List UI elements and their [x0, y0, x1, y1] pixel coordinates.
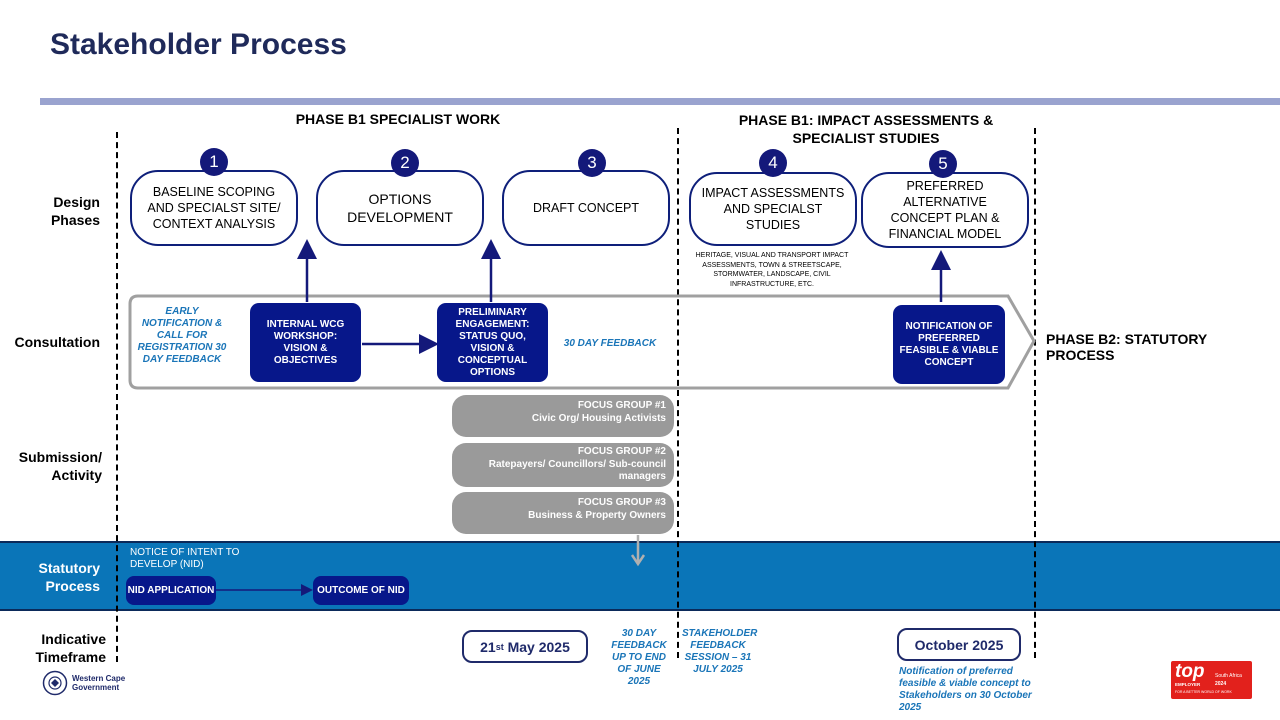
phase-divider-left — [116, 132, 118, 662]
nid-notice-text: NOTICE OF INTENT TO DEVELOP (NID) — [130, 547, 240, 570]
top-employer-region: South Africa — [1215, 673, 1242, 679]
design-phase-3-number: 3 — [578, 149, 606, 177]
impact-assessment-note: HERITAGE, VISUAL AND TRANSPORT IMPACT AS… — [695, 252, 849, 288]
focus-group-3: FOCUS GROUP #3 Business & Property Owner… — [452, 492, 674, 534]
page-title: Stakeholder Process — [50, 28, 347, 61]
design-phase-5-pill: PREFERRED ALTERNATIVE CONCEPT PLAN & FIN… — [861, 172, 1029, 248]
focus-group-1-title: FOCUS GROUP #1 — [577, 400, 666, 411]
wcg-line-1: Western Cape — [72, 674, 126, 683]
preliminary-engagement-box: PRELIMINARY ENGAGEMENT: STATUS QUO, VISI… — [437, 303, 548, 382]
may-day: 21 — [480, 638, 496, 655]
timeframe-october-2025: October 2025 — [897, 628, 1021, 661]
design-phase-3-pill: DRAFT CONCEPT — [502, 170, 670, 246]
focus-group-2: FOCUS GROUP #2 Ratepayers/ Councillors/ … — [452, 443, 674, 487]
row-label-timeframe: Indicative Timeframe — [35, 631, 106, 665]
design-phase-4-number: 4 — [759, 149, 787, 177]
focus-group-3-desc: Business & Property Owners — [528, 509, 666, 521]
wcg-crest-icon — [42, 670, 68, 696]
design-phase-1-number: 1 — [200, 148, 228, 176]
design-phase-2-label: OPTIONS DEVELOPMENT — [347, 191, 453, 225]
internal-workshop-box: INTERNAL WCG WORKSHOP: VISION & OBJECTIV… — [250, 303, 361, 382]
wcg-line-2: Government — [72, 683, 120, 692]
phase-divider-right — [1034, 128, 1036, 658]
october-label: October 2025 — [914, 636, 1004, 653]
design-phase-5-number: 5 — [929, 150, 957, 178]
row-label-statutory: Statutory Process — [38, 560, 100, 594]
focus-group-1: FOCUS GROUP #1 Civic Org/ Housing Activi… — [452, 395, 674, 437]
design-phase-3-label: DRAFT CONCEPT — [532, 201, 640, 215]
design-phase-4-label: IMPACT ASSESSMENTS AND SPECIALST STUDIES — [701, 186, 845, 232]
nid-application-box: NID APPLICATION — [126, 576, 216, 605]
top-employer-year: 2024 — [1215, 681, 1227, 687]
notification-preferred-box: NOTIFICATION OF PREFERRED FEASIBLE & VIA… — [893, 305, 1005, 384]
design-phase-5-label: PREFERRED ALTERNATIVE CONCEPT PLAN & FIN… — [888, 179, 1002, 241]
nid-outcome-box: OUTCOME OF NID — [313, 576, 409, 605]
design-phase-1-pill: BASELINE SCOPING AND SPECIALST SITE/ CON… — [130, 170, 298, 246]
phase-b1-specialist-heading: PHASE B1 SPECIALIST WORK — [295, 111, 501, 127]
phase-divider-middle — [677, 128, 679, 658]
design-phase-2-pill: OPTIONS DEVELOPMENT — [316, 170, 484, 246]
focus-group-1-desc: Civic Org/ Housing Activists — [531, 412, 666, 424]
june-feedback-text: 30 DAY FEEDBACK UP TO END OF JUNE 2025 — [611, 628, 667, 687]
july-session-text: STAKEHOLDER FEEDBACK SESSION – 31 JULY 2… — [682, 628, 758, 675]
design-phase-4-pill: IMPACT ASSESSMENTS AND SPECIALST STUDIES — [689, 172, 857, 246]
top-employer-logo: top EMPLOYER South Africa 2024 FOR A BET… — [1171, 661, 1252, 699]
wcg-logo: Western Cape Government — [42, 670, 152, 698]
focus-group-3-title: FOCUS GROUP #3 — [577, 497, 666, 508]
row-label-consultation: Consultation — [14, 334, 100, 350]
october-note-text: Notification of preferred feasible & via… — [899, 666, 1032, 713]
consultation-frame-outline — [128, 294, 1036, 390]
focus-group-2-desc: Ratepayers/ Councillors/ Sub-council man… — [488, 458, 666, 483]
top-employer-word: top — [1175, 661, 1205, 682]
top-employer-tagline: FOR A BETTER WORLD OF WORK — [1175, 690, 1232, 694]
design-phase-2-number: 2 — [391, 149, 419, 177]
focus-group-2-title: FOCUS GROUP #2 — [577, 446, 666, 457]
early-notification-text: EARLY NOTIFICATION & CALL FOR REGISTRATI… — [137, 306, 227, 365]
top-employer-sub: EMPLOYER — [1175, 682, 1201, 687]
title-divider — [40, 98, 1280, 105]
may-suffix: st — [495, 641, 504, 652]
phase-b1-impact-heading: PHASE B1: IMPACT ASSESSMENTS & SPECIALIS… — [738, 112, 994, 146]
may-rest: May 2025 — [503, 638, 570, 655]
design-phase-1-label: BASELINE SCOPING AND SPECIALST SITE/ CON… — [147, 185, 281, 231]
row-label-submission: Submission/ Activity — [18, 449, 102, 483]
consultation-30-day-feedback: 30 DAY FEEDBACK — [563, 338, 657, 349]
arrow-focus-groups-head — [630, 554, 646, 567]
phase-b2-statutory-heading: PHASE B2: STATUTORY PROCESS — [1046, 331, 1208, 363]
row-label-design-phases: Design Phases — [50, 194, 100, 228]
